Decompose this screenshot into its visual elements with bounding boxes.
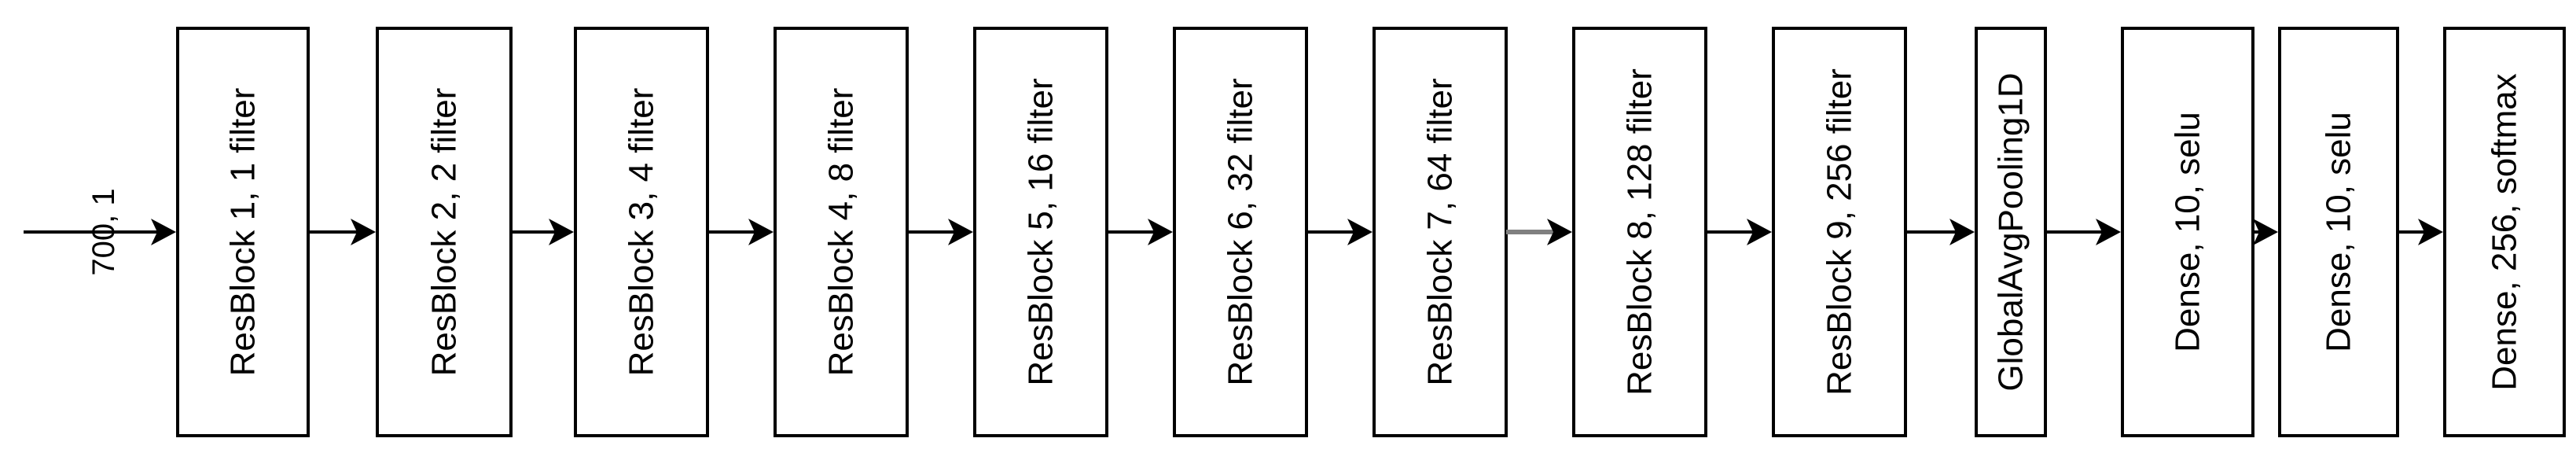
layer-block-label: ResBlock 6, 32 filter (1222, 78, 1260, 385)
layer-block-label: ResBlock 3, 4 filter (623, 88, 661, 377)
layer-block-box (774, 27, 909, 437)
layer-block-label: Dense, 10, selu (2320, 112, 2358, 352)
flow-arrow (1706, 219, 1772, 245)
layer-block-13: Dense, 256, softmax (2443, 27, 2566, 437)
layer-block-10: GlobalAvgPooling1D (1975, 27, 2047, 437)
flow-arrow-head (2096, 219, 2121, 245)
flow-arrow (907, 219, 973, 245)
layer-block-box (2121, 27, 2254, 437)
layer-block-box (1572, 27, 1707, 437)
flow-arrow-head (1949, 219, 1975, 245)
layer-block-box (1975, 27, 2047, 437)
flow-arrow-head (948, 219, 973, 245)
layer-block-4: ResBlock 4, 8 filter (774, 27, 909, 437)
layer-block-label: ResBlock 5, 16 filter (1022, 78, 1060, 385)
flow-arrow (2253, 219, 2278, 245)
layer-block-label: ResBlock 1, 1 filter (224, 88, 263, 377)
layer-block-2: ResBlock 2, 2 filter (376, 27, 513, 437)
layer-block-label: ResBlock 9, 256 filter (1821, 68, 1859, 396)
layer-block-box (2278, 27, 2399, 437)
layer-block-box (176, 27, 310, 437)
flow-arrow (511, 219, 574, 245)
flow-arrow-head (1148, 219, 1173, 245)
layer-block-8: ResBlock 8, 128 filter (1572, 27, 1707, 437)
blocks-layer: ResBlock 1, 1 filter ResBlock 2, 2 filter… (176, 27, 2566, 437)
input-arrow-head (151, 219, 176, 245)
layer-block-7: ResBlock 7, 64 filter (1373, 27, 1508, 437)
flow-arrow (1506, 219, 1572, 245)
layer-block-box (376, 27, 513, 437)
layer-block-box (1173, 27, 1308, 437)
layer-block-label: ResBlock 2, 2 filter (425, 88, 464, 377)
flow-arrow-head (549, 219, 574, 245)
layer-block-box (2443, 27, 2566, 437)
layer-block-label: ResBlock 8, 128 filter (1621, 68, 1659, 396)
layer-block-1: ResBlock 1, 1 filter (176, 27, 310, 437)
layer-block-label: Dense, 256, softmax (2486, 73, 2524, 391)
layer-block-label: Dense, 10, selu (2169, 112, 2207, 352)
flow-arrow (707, 219, 774, 245)
arrows-layer (308, 219, 2443, 245)
flow-arrow-head (748, 219, 774, 245)
flow-arrow-head (1547, 219, 1572, 245)
flow-arrow (1306, 219, 1373, 245)
layer-block-11: Dense, 10, selu (2121, 27, 2254, 437)
layer-block-9: ResBlock 9, 256 filter (1772, 27, 1907, 437)
flow-arrow (2045, 219, 2121, 245)
input-shape-label: 700, 1 (86, 188, 121, 275)
flow-arrow (2398, 219, 2443, 245)
flow-arrow (1107, 219, 1173, 245)
flow-arrow-head (1347, 219, 1373, 245)
flow-arrow-head (351, 219, 376, 245)
flow-arrow-head (1747, 219, 1772, 245)
layer-block-5: ResBlock 5, 16 filter (973, 27, 1108, 437)
flow-arrow-head (2253, 219, 2278, 245)
flow-arrow-head (2418, 219, 2443, 245)
layer-block-label: ResBlock 4, 8 filter (822, 88, 861, 377)
layer-block-3: ResBlock 3, 4 filter (574, 27, 709, 437)
layer-block-12: Dense, 10, selu (2278, 27, 2399, 437)
layer-block-label: ResBlock 7, 64 filter (1421, 78, 1460, 385)
flow-arrow (308, 219, 376, 245)
layer-block-label: GlobalAvgPooling1D (1992, 72, 2030, 391)
flow-arrow (1905, 219, 1975, 245)
layer-block-6: ResBlock 6, 32 filter (1173, 27, 1308, 437)
